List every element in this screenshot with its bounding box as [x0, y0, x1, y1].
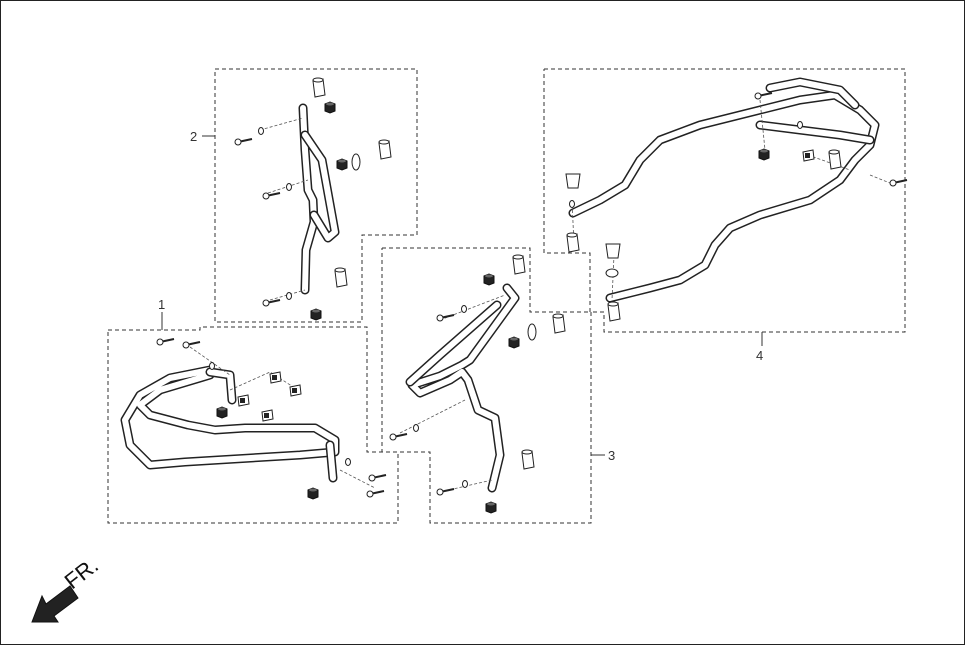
group-box-4	[543, 68, 906, 333]
front-direction-label: FR.	[60, 552, 103, 594]
group-box-3	[381, 247, 592, 524]
long-rail-part4	[565, 77, 908, 322]
callout-3: 3	[608, 448, 615, 463]
front-direction-arrow-icon	[31, 585, 79, 623]
callout-1: 1	[158, 297, 165, 312]
side-rail-left-part2	[234, 77, 392, 321]
group-box-1	[107, 326, 399, 524]
callout-2: 2	[190, 129, 197, 144]
group-box-2	[214, 68, 418, 323]
rear-grab-rail-part1	[120, 338, 387, 500]
side-rail-right-part3	[389, 254, 566, 514]
callout-4: 4	[756, 348, 763, 363]
